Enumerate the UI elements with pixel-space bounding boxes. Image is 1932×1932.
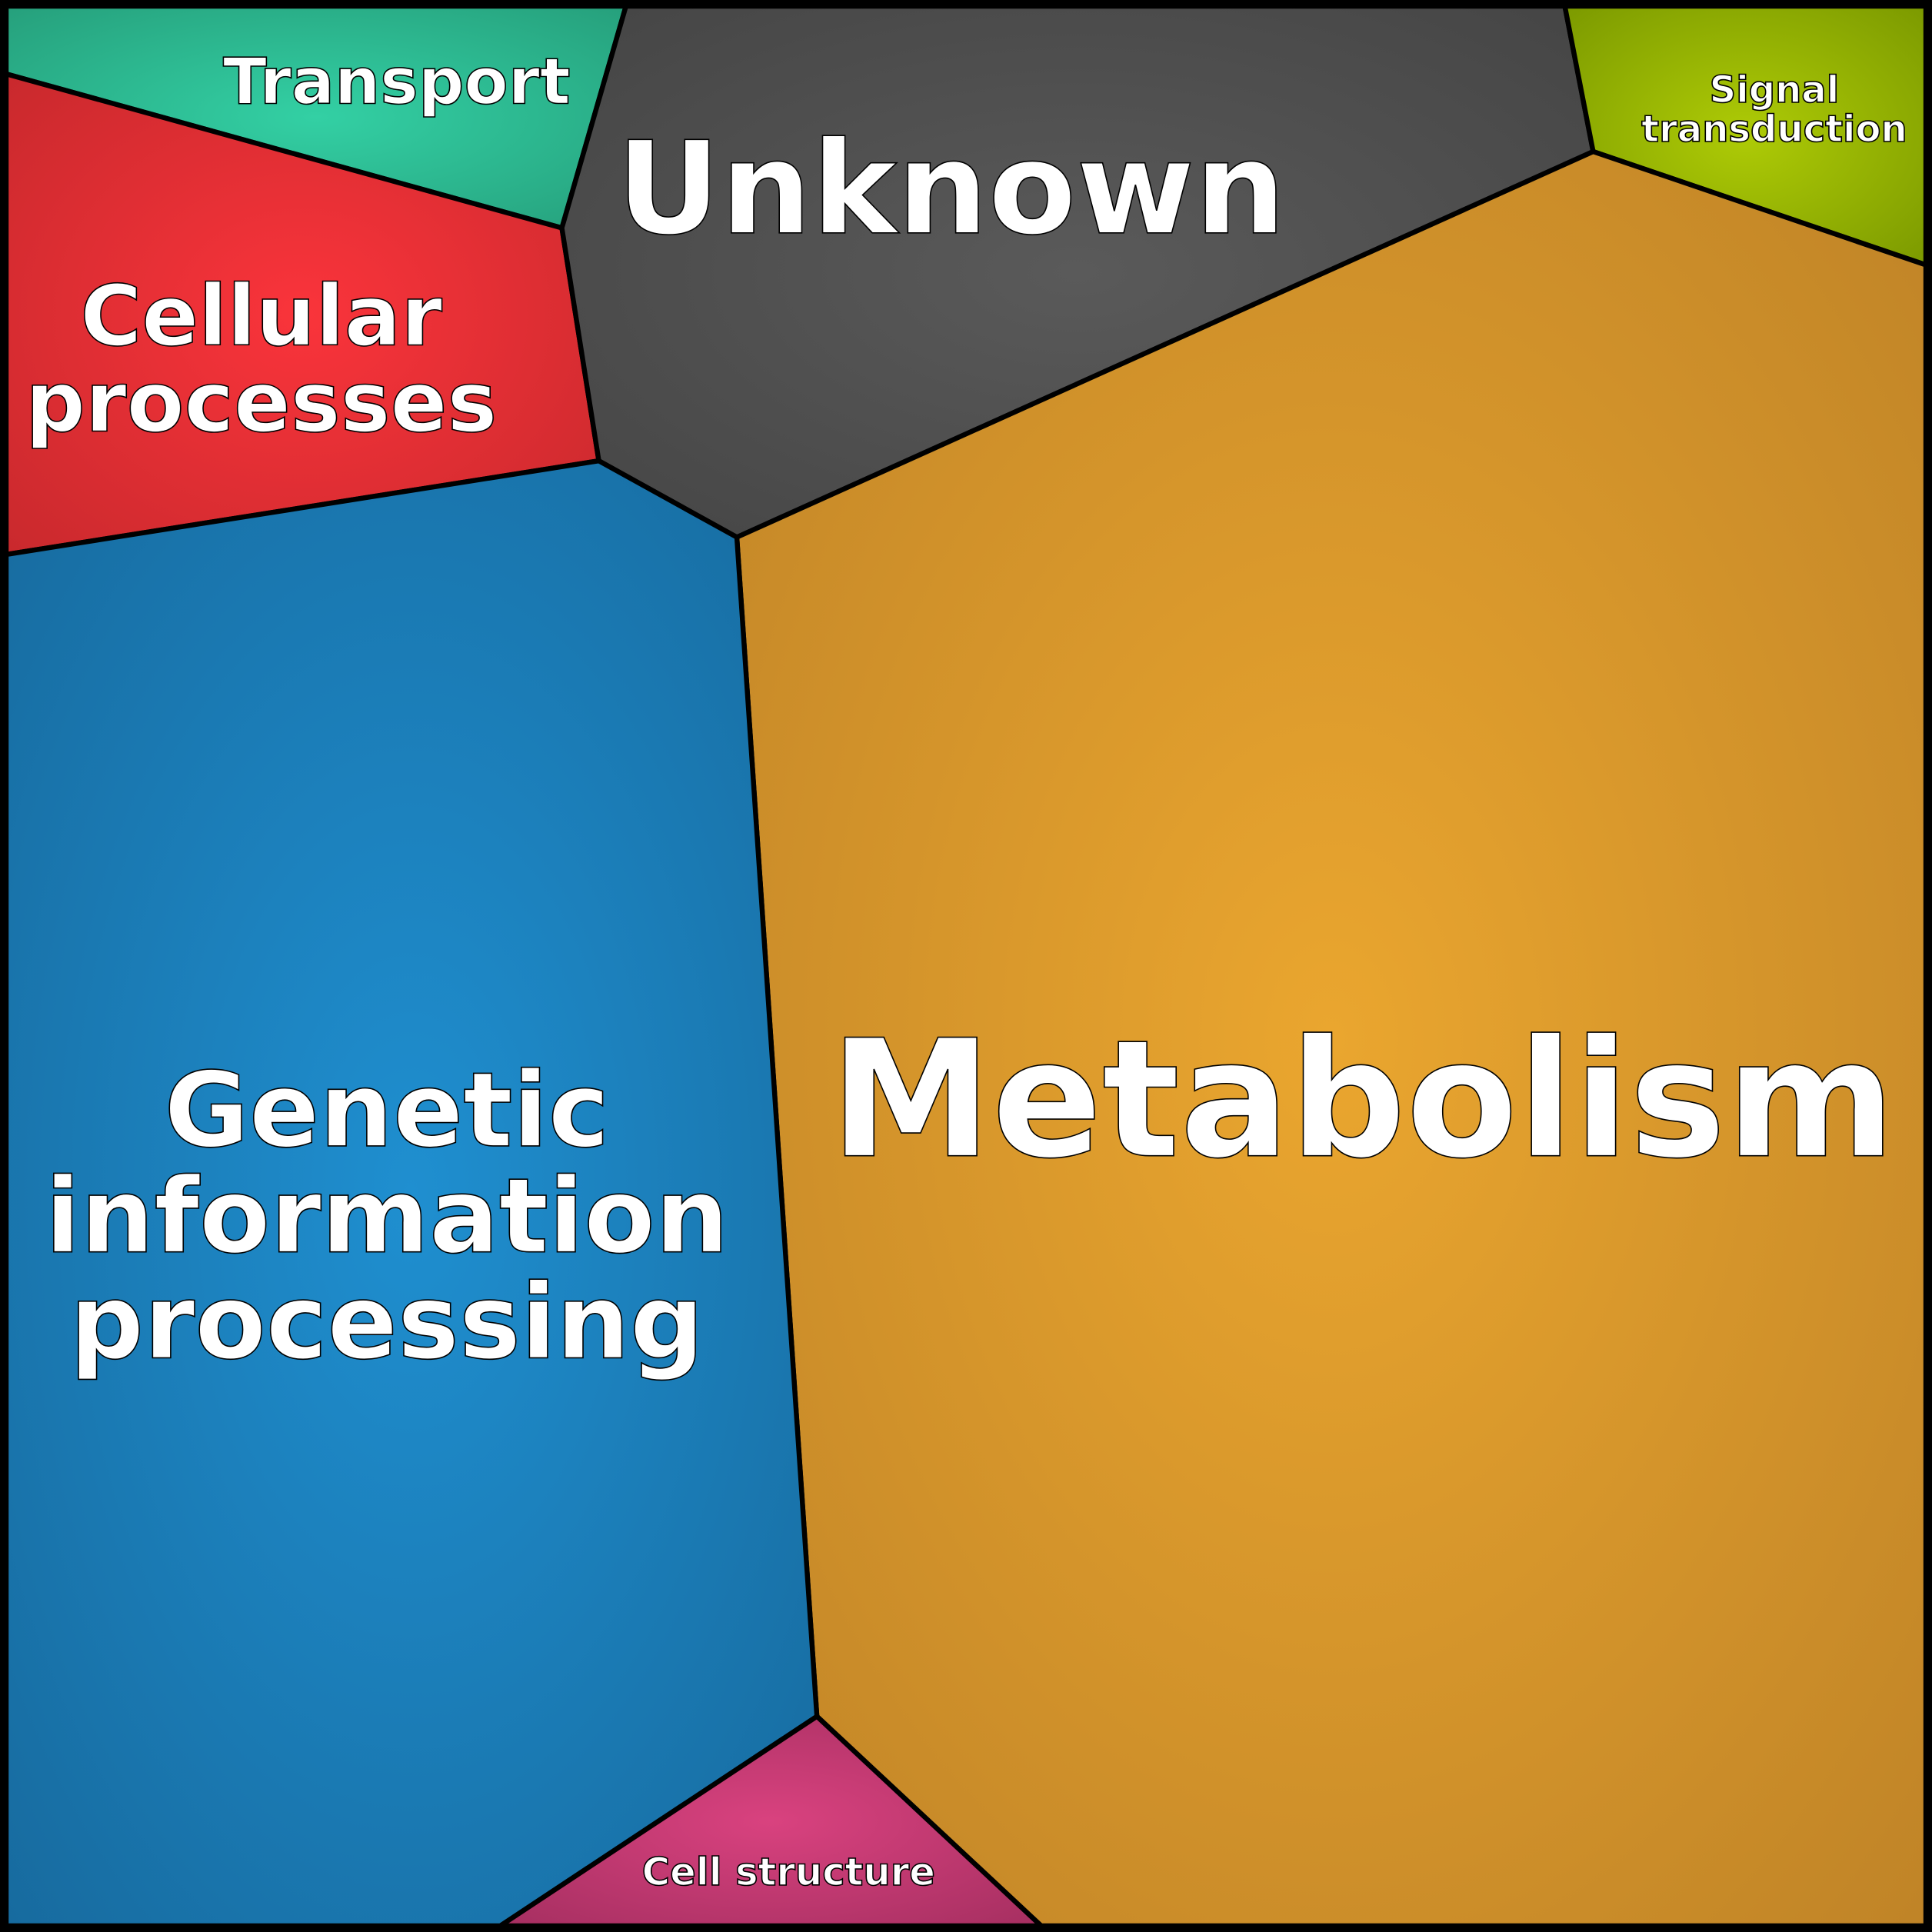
label-cell-structure: Cell structure (642, 1850, 935, 1894)
label-metabolism: Metabolism (830, 1005, 1895, 1194)
label-genetic-line2: information (45, 1156, 729, 1277)
label-genetic-line3: processing (70, 1261, 705, 1382)
label-signal-line2: transduction (1641, 108, 1907, 151)
label-unknown: Unknown (617, 115, 1286, 264)
label-transport: Transport (223, 45, 571, 119)
label-cellular-line2: processes (25, 354, 497, 451)
label-signal-line1: Signal (1710, 68, 1840, 112)
label-genetic-line1: Genetic (165, 1050, 610, 1171)
label-cellular-line1: Cellular (80, 268, 442, 365)
